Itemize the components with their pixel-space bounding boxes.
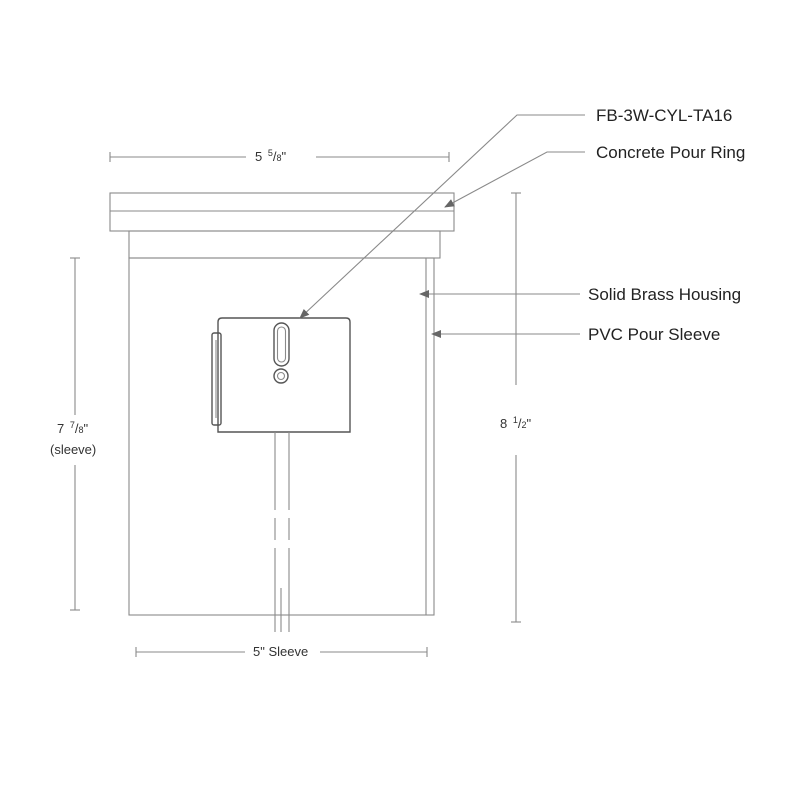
housing-collar [128, 230, 441, 259]
concrete-pour-ring [109, 192, 455, 232]
pvc-pour-sleeve [128, 257, 435, 616]
callout-sleeve: PVC Pour Sleeve [431, 325, 720, 344]
sleeve-height-label: 7 7/8" [57, 420, 89, 436]
sleeve-height-dimension: 7 7/8" (sleeve) [50, 257, 96, 611]
callout-pour-ring-label: Concrete Pour Ring [596, 143, 745, 162]
callout-model-label: FB-3W-CYL-TA16 [596, 106, 732, 125]
callout-housing-label: Solid Brass Housing [588, 285, 741, 304]
lead-wires [274, 432, 290, 632]
callout-housing: Solid Brass Housing [419, 285, 741, 304]
adjust-knob-icon [273, 368, 289, 384]
total-height-dimension: 8 1/2" [500, 192, 532, 623]
top-width-label: 5 5/8" [255, 148, 287, 164]
sleeve-note: (sleeve) [50, 442, 96, 457]
top-width-dimension: 5 5/8" [109, 148, 450, 164]
fixture-body [211, 317, 351, 433]
bottom-width-label: 5" Sleeve [253, 644, 308, 659]
callout-sleeve-label: PVC Pour Sleeve [588, 325, 720, 344]
total-height-label: 8 1/2" [500, 415, 532, 431]
callout-pour-ring: Concrete Pour Ring [444, 143, 745, 208]
callout-model: FB-3W-CYL-TA16 [299, 106, 732, 319]
bottom-width-dimension: 5" Sleeve [135, 644, 428, 659]
lens-slot-icon [273, 322, 290, 367]
